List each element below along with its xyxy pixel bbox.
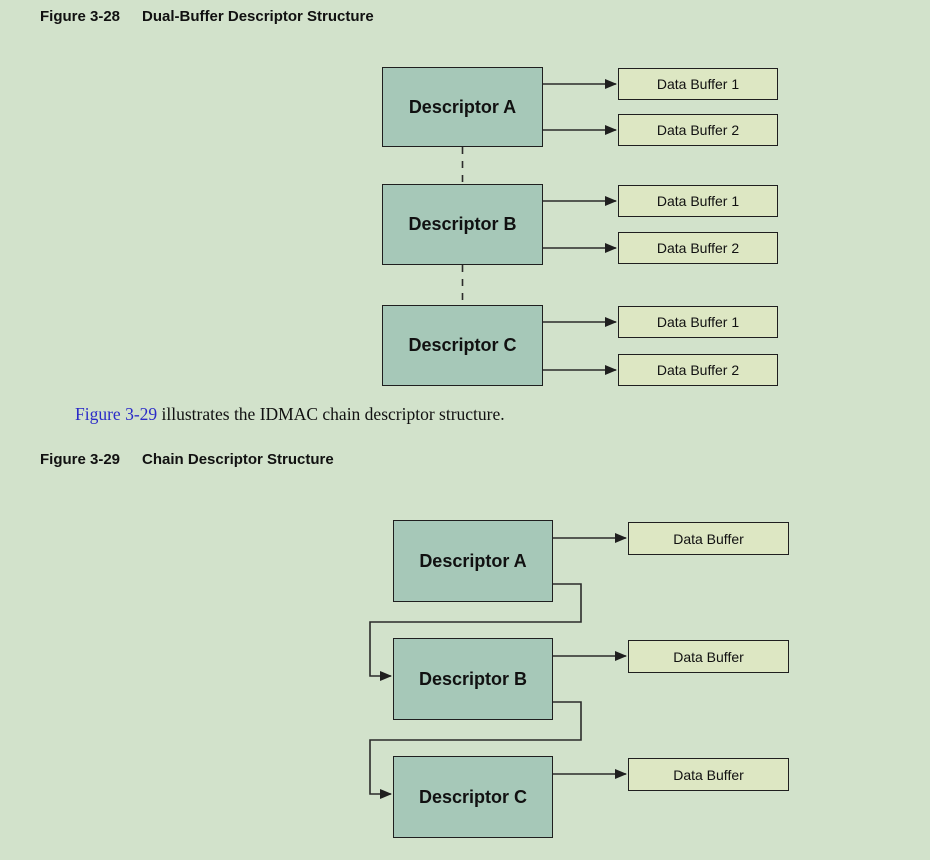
data-buffer-box: Data Buffer	[628, 522, 789, 555]
chain-link-b-c	[369, 701, 582, 799]
figure-3-28-caption: Figure 3-28 Dual-Buffer Descriptor Struct…	[40, 8, 374, 25]
figure-3-29-caption-label: Figure 3-29	[40, 451, 121, 468]
figure-3-28-caption-label: Figure 3-28	[40, 8, 121, 25]
chain-link-a-b	[369, 583, 582, 681]
data-buffer-box: Data Buffer	[628, 640, 789, 673]
data-buffer-box: Data Buffer	[628, 758, 789, 791]
data-buffer-box: Data Buffer 2	[618, 232, 778, 264]
figure-3-28-caption-title: Dual-Buffer Descriptor Structure	[142, 8, 374, 25]
figure-3-29-link[interactable]: Figure 3-29	[75, 404, 158, 424]
figure-3-29-caption: Figure 3-29 Chain Descriptor Structure	[40, 451, 334, 468]
body-paragraph-text: illustrates the IDMAC chain descriptor s…	[157, 404, 505, 424]
data-buffer-box: Data Buffer 1	[618, 68, 778, 100]
figure-3-29-caption-title: Chain Descriptor Structure	[142, 451, 334, 468]
descriptor-c-box: Descriptor C	[393, 756, 553, 838]
descriptor-c-box: Descriptor C	[382, 305, 543, 386]
data-buffer-box: Data Buffer 2	[618, 114, 778, 146]
data-buffer-box: Data Buffer 2	[618, 354, 778, 386]
descriptor-b-box: Descriptor B	[393, 638, 553, 720]
descriptor-a-box: Descriptor A	[382, 67, 543, 147]
data-buffer-box: Data Buffer 1	[618, 306, 778, 338]
descriptor-b-box: Descriptor B	[382, 184, 543, 265]
data-buffer-box: Data Buffer 1	[618, 185, 778, 217]
descriptor-a-box: Descriptor A	[393, 520, 553, 602]
body-paragraph: Figure 3-29 illustrates the IDMAC chain …	[75, 402, 505, 426]
